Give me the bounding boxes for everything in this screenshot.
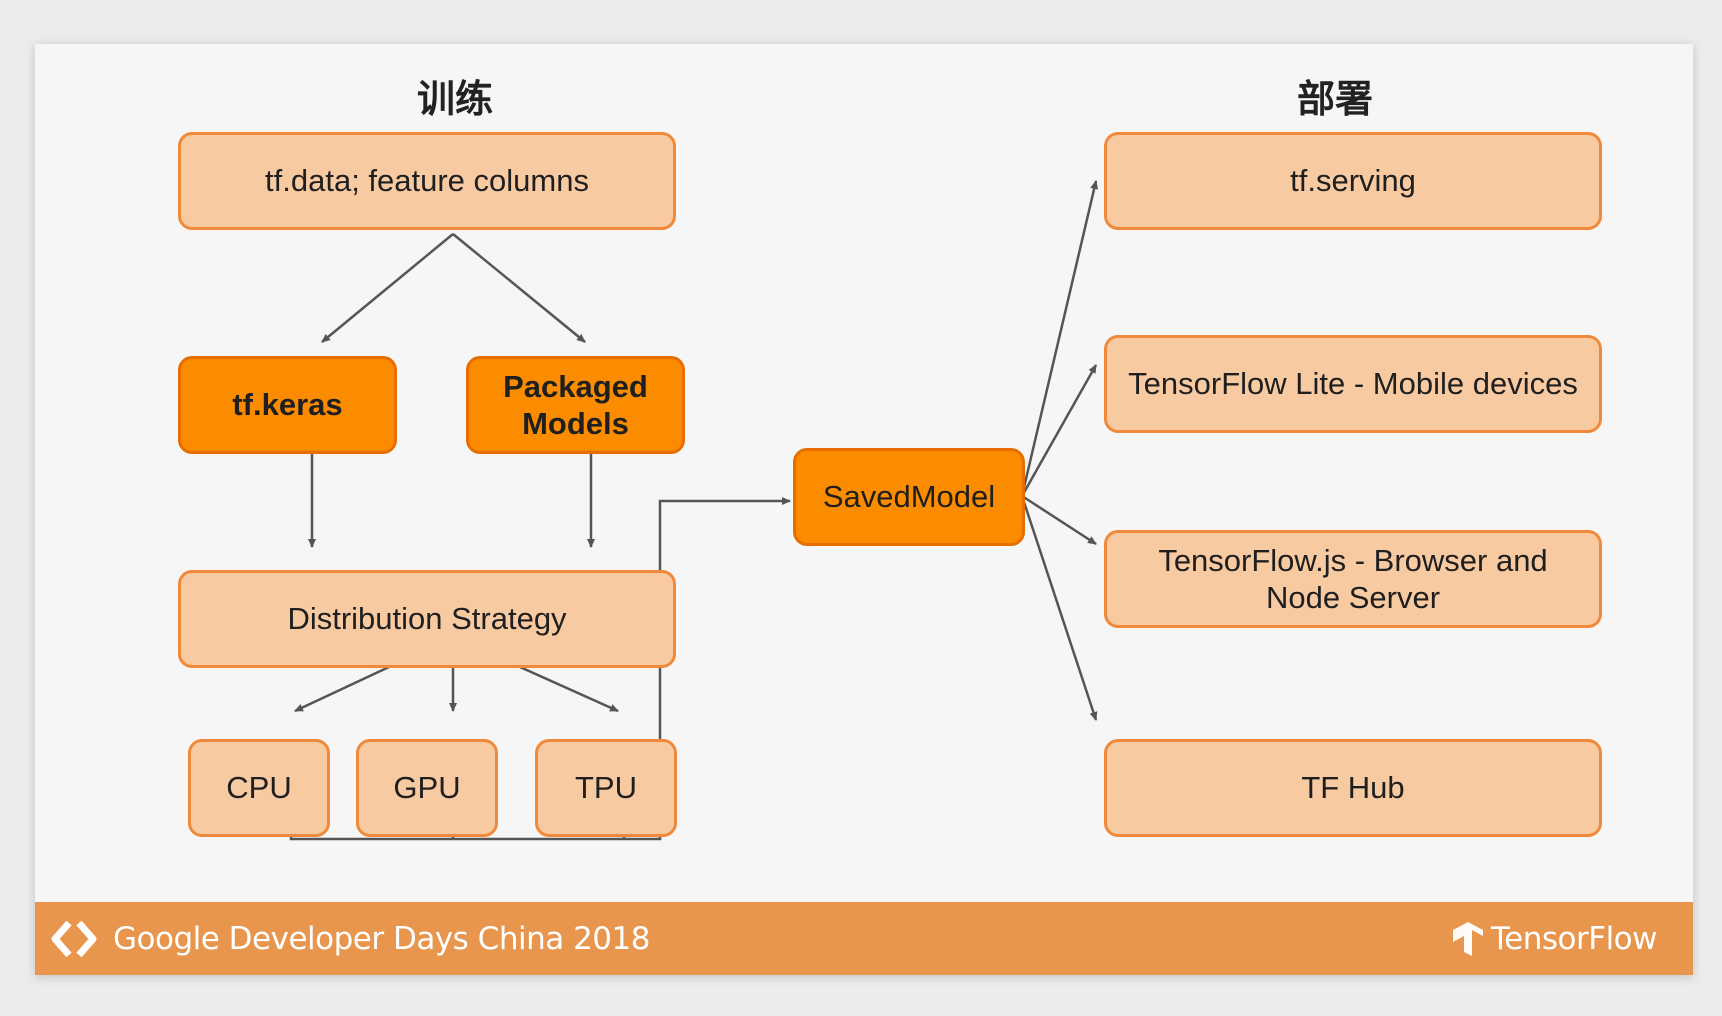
train-heading: 训练 [416, 77, 493, 121]
arrow-data-to-keras [321, 233, 454, 343]
arrow-saved-to-lite [1020, 364, 1098, 497]
event-branding: Google Developer Days China 2018 [49, 919, 650, 959]
cpu-box: CPU [188, 739, 330, 837]
lite-box: TensorFlow Lite - Mobile devices [1104, 335, 1602, 433]
arrow-data-to-packaged [452, 233, 586, 343]
tensorflow-brand-text: TensorFlow [1490, 920, 1658, 957]
savedmodel-box: SavedModel [793, 448, 1025, 546]
tensorflow-branding: TensorFlow [1449, 920, 1658, 958]
gdd-brackets-icon [51, 920, 97, 957]
tensorflow-logo-icon [1452, 921, 1483, 956]
event-title: Google Developer Days China 2018 [113, 920, 650, 957]
packaged-models-box: Packaged Models [466, 356, 685, 454]
data-input-box: tf.data; feature columns [178, 132, 676, 230]
gpu-box: GPU [356, 739, 498, 837]
footer-bar: Google Developer Days China 2018 TensorF… [35, 902, 1693, 975]
arrow-saved-to-hub [1020, 495, 1098, 721]
distribution-strategy-box: Distribution Strategy [178, 570, 676, 668]
arrow-saved-to-js [1021, 494, 1097, 546]
slide: 训练 部署 tf.data; feature columns tf.keras … [35, 44, 1693, 975]
tpu-box: TPU [535, 739, 677, 837]
arrow-saved-to-serving [1020, 180, 1099, 497]
deploy-heading: 部署 [1296, 77, 1373, 121]
serving-box: tf.serving [1104, 132, 1602, 230]
js-box: TensorFlow.js - Browser and Node Server [1104, 530, 1602, 628]
keras-box: tf.keras [178, 356, 397, 454]
hub-box: TF Hub [1104, 739, 1602, 837]
